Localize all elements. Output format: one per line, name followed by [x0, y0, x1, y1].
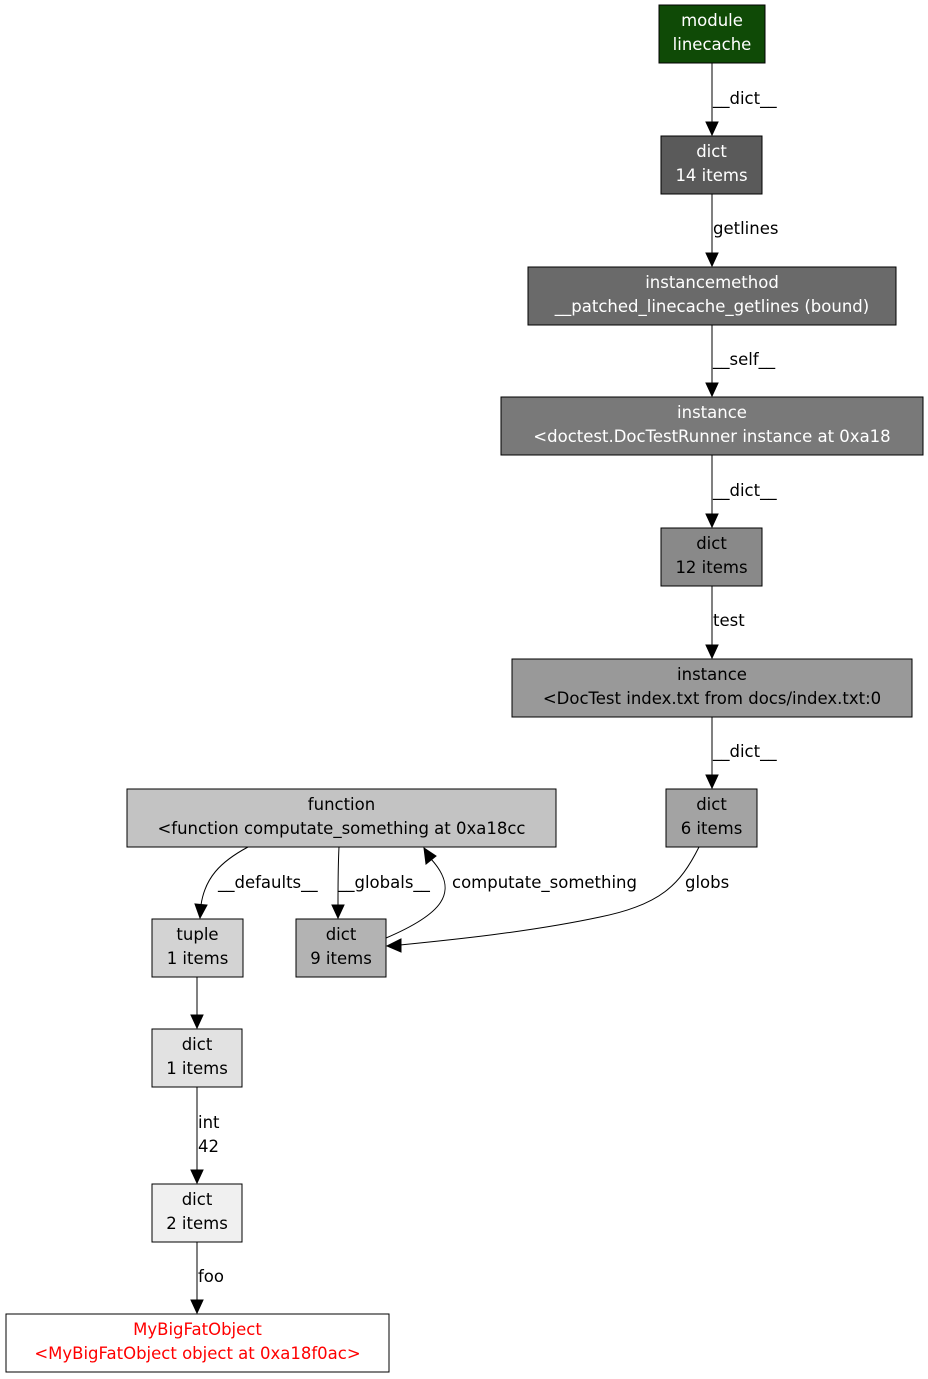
node-type-label: module — [681, 11, 743, 30]
node-type-label: instance — [677, 403, 747, 422]
node-box — [5, 1313, 390, 1373]
node-module-linecache[interactable]: module linecache — [658, 4, 766, 64]
node-instancemethod[interactable]: instancemethod __patched_linecache_getlin… — [527, 266, 897, 326]
node-detail-label: <doctest.DocTestRunner instance at 0xa18 — [533, 427, 890, 446]
edge-line — [337, 846, 340, 906]
node-type-label: dict — [182, 1035, 213, 1054]
arrowhead-icon — [331, 904, 345, 920]
arrowhead-icon — [190, 1014, 204, 1030]
node-type-label: instancemethod — [645, 273, 779, 292]
node-type-label: tuple — [176, 925, 218, 944]
edge-instancemethod-to-instance-runner: __self__ — [705, 325, 776, 398]
node-dict-2[interactable]: dict 2 items — [151, 1183, 243, 1243]
node-type-label: dict — [182, 1190, 213, 1209]
node-type-label: dict — [696, 534, 727, 553]
edge-label: __dict__ — [712, 481, 777, 501]
edge-dict-1-to-dict-2: int 42 — [190, 1087, 220, 1185]
arrowhead-icon — [705, 644, 719, 660]
edge-dict-9-to-function: computate_something — [385, 846, 637, 939]
node-tuple-1[interactable]: tuple 1 items — [151, 918, 244, 978]
node-detail-label: 9 items — [310, 949, 372, 968]
arrowhead-icon — [705, 121, 719, 137]
edge-label: globs — [685, 873, 729, 892]
node-dict-1[interactable]: dict 1 items — [151, 1028, 243, 1088]
nodes-layer: module linecache dict 14 items instancemetho… — [5, 4, 924, 1373]
node-box — [658, 4, 766, 64]
node-detail-label: 2 items — [166, 1214, 228, 1233]
edge-label: __defaults__ — [217, 873, 318, 893]
node-dict-12[interactable]: dict 12 items — [660, 527, 763, 587]
arrowhead-icon — [190, 1169, 204, 1185]
edge-label: computate_something — [452, 873, 637, 893]
node-instance-doctest[interactable]: instance <DocTest index.txt from docs/ind… — [511, 658, 913, 718]
node-detail-label: 1 items — [167, 949, 229, 968]
node-detail-label: <MyBigFatObject object at 0xa18f0ac> — [34, 1344, 360, 1363]
node-detail-label: 12 items — [675, 558, 747, 577]
node-box — [660, 527, 763, 587]
edge-function-to-dict-9: __globals__ — [331, 846, 431, 920]
node-box — [665, 788, 758, 848]
node-box — [660, 135, 763, 195]
edges-layer: __dict__getlines__self____dict__test__di… — [190, 63, 778, 1315]
node-box — [511, 658, 913, 718]
edge-label: __dict__ — [712, 742, 777, 762]
node-function[interactable]: function <function computate_something at… — [126, 788, 557, 848]
node-dict-9[interactable]: dict 9 items — [295, 918, 387, 978]
node-type-label: function — [308, 795, 375, 814]
node-type-label: instance — [677, 665, 747, 684]
node-box — [151, 1183, 243, 1243]
edge-line — [385, 858, 446, 939]
node-box — [527, 266, 897, 326]
node-type-label: MyBigFatObject — [133, 1320, 262, 1339]
edge-line — [200, 846, 249, 906]
node-type-label: dict — [696, 142, 727, 161]
node-type-label: dict — [326, 925, 357, 944]
node-detail-label: 6 items — [681, 819, 743, 838]
node-box — [295, 918, 387, 978]
arrowhead-icon — [385, 938, 402, 953]
edge-instance-doctest-to-dict-6: __dict__ — [705, 717, 777, 790]
arrowhead-icon — [190, 1299, 204, 1315]
node-detail-label: 1 items — [166, 1059, 228, 1078]
node-detail-label: 14 items — [675, 166, 747, 185]
edge-instance-runner-to-dict-12: __dict__ — [705, 455, 777, 529]
node-instance-runner[interactable]: instance <doctest.DocTestRunner instance … — [500, 396, 924, 456]
edge-label: getlines — [713, 219, 778, 238]
node-detail-label: __patched_linecache_getlines (bound) — [554, 297, 869, 317]
node-box — [151, 918, 244, 978]
arrowhead-icon — [423, 846, 437, 865]
node-detail-label: <DocTest index.txt from docs/index.txt:0 — [543, 689, 881, 708]
node-dict-6[interactable]: dict 6 items — [665, 788, 758, 848]
edge-dict-12-to-instance-doctest: test — [705, 586, 745, 660]
arrowhead-icon — [705, 382, 719, 398]
node-detail-label: linecache — [673, 35, 752, 54]
node-box — [151, 1028, 243, 1088]
edge-module-linecache-to-dict-14: __dict__ — [705, 63, 777, 137]
edge-label: 42 — [198, 1137, 219, 1156]
edge-label: __self__ — [712, 350, 776, 370]
arrowhead-icon — [194, 903, 208, 920]
node-box — [500, 396, 924, 456]
arrowhead-icon — [705, 513, 719, 529]
edge-label: int — [198, 1113, 220, 1132]
node-dict-14[interactable]: dict 14 items — [660, 135, 763, 195]
edge-label: foo — [198, 1267, 224, 1286]
edge-label: test — [713, 611, 745, 630]
edge-label: __dict__ — [712, 89, 777, 109]
edge-label: __globals__ — [337, 873, 431, 893]
edge-function-to-tuple-1: __defaults__ — [194, 846, 318, 920]
edge-line — [399, 846, 700, 946]
node-box — [126, 788, 557, 848]
arrowhead-icon — [705, 252, 719, 268]
arrowhead-icon — [705, 774, 719, 790]
node-type-label: dict — [696, 795, 727, 814]
node-detail-label: <function computate_something at 0xa18cc — [157, 819, 525, 839]
edge-dict-2-to-mybigfatobject: foo — [190, 1242, 224, 1315]
edge-tuple-1-to-dict-1 — [190, 977, 204, 1030]
edge-dict-6-to-dict-9: globs — [385, 846, 729, 953]
node-mybigfatobject[interactable]: MyBigFatObject <MyBigFatObject object at … — [5, 1313, 390, 1373]
edge-dict-14-to-instancemethod: getlines — [705, 194, 778, 268]
